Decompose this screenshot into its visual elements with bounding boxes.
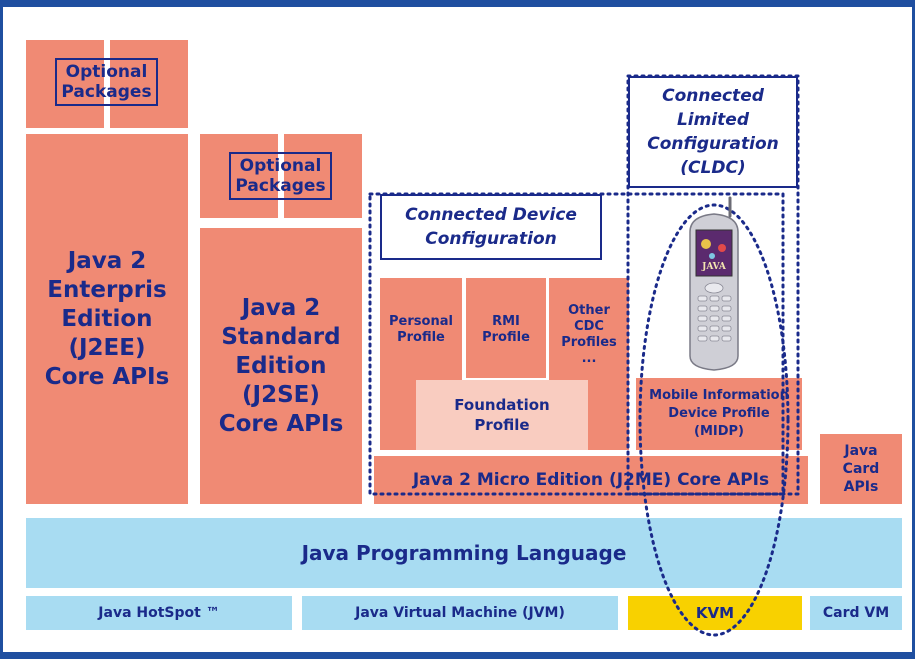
- j2se-optional-packages-label: Optional Packages: [229, 152, 332, 200]
- java-card-block: [820, 434, 902, 504]
- midp-label: Mobile Information Device Profile (MIDP): [649, 388, 789, 439]
- j2me-core-apis-label: Java 2 Micro Edition (J2ME) Core APIs: [412, 470, 770, 490]
- frame-top-border: [0, 0, 915, 7]
- personal-profile-label: Personal Profile: [389, 314, 453, 345]
- j2se-optional-block-left: [200, 134, 278, 218]
- card-vm-bar: Card VM: [810, 596, 902, 630]
- j2ee-optional-block-left: [26, 40, 104, 128]
- frame-right-border: [912, 0, 915, 659]
- foundation-profile-label: Foundation Profile: [454, 396, 550, 434]
- frame-bottom-border: [0, 652, 915, 659]
- j2se-optional-block-right: [284, 134, 362, 218]
- cldc-configuration-label: Connected Limited Configuration (CLDC): [628, 76, 798, 188]
- cdc-configuration-label: Connected Device Configuration: [380, 194, 602, 260]
- phone-screen-text: JAVA: [702, 262, 726, 272]
- mobile-phone-icon: [689, 196, 739, 371]
- j2se-core-apis-label: Java 2 Standard Edition (J2SE) Core APIs: [218, 294, 344, 437]
- other-cdc-profiles-label: Other CDC Profiles ...: [561, 303, 617, 366]
- j2ee-optional-packages-label: Optional Packages: [55, 58, 158, 106]
- kvm-bar: KVM: [628, 596, 802, 630]
- java-hotspot-vm-bar: Java HotSpot ™: [26, 596, 292, 630]
- rmi-profile-label: RMI Profile: [482, 314, 530, 345]
- java-programming-language-bar: Java Programming Language: [26, 518, 902, 588]
- java-card-apis-label: Java Card APIs: [842, 443, 880, 495]
- j2ee-optional-block-right: [110, 40, 188, 128]
- j2se-core-block: [200, 228, 362, 504]
- frame-left-border: [0, 0, 3, 659]
- jvm-bar: Java Virtual Machine (JVM): [302, 596, 618, 630]
- j2ee-core-block: [26, 134, 188, 504]
- j2ee-core-apis-label: Java 2 Enterpris Edition (J2EE) Core API…: [44, 247, 170, 390]
